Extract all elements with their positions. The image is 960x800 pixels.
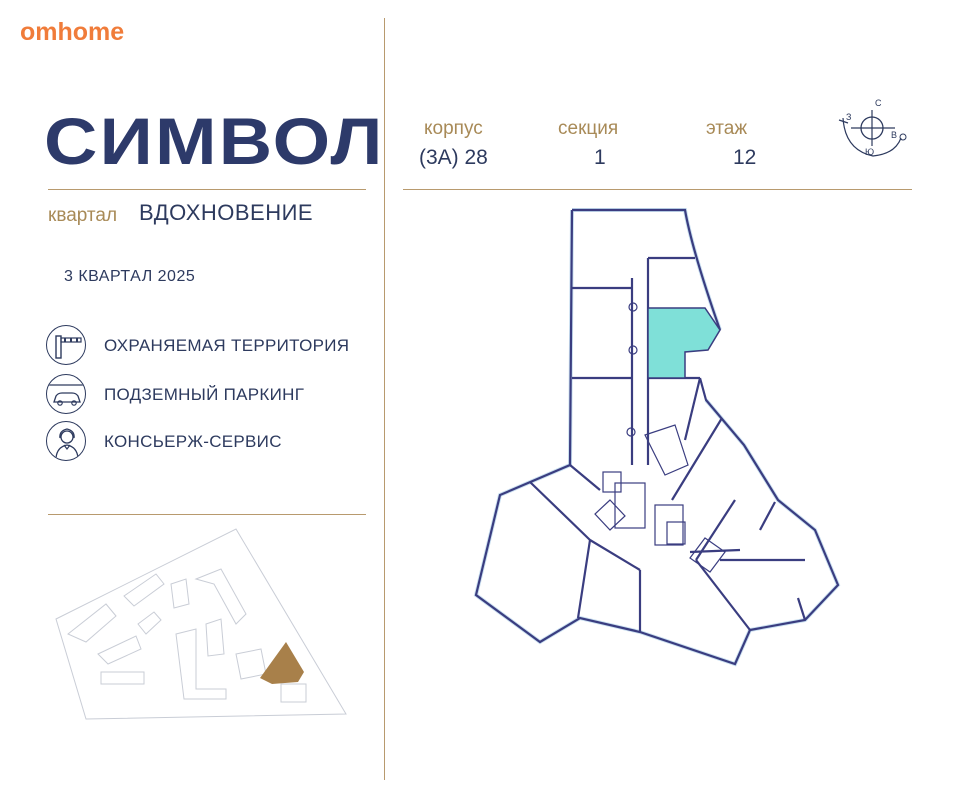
brand-logo[interactable]: omhome bbox=[20, 18, 125, 46]
compass-w: З bbox=[846, 112, 851, 122]
completion-date: 3 КВАРТАЛ 2025 bbox=[64, 268, 196, 285]
divider-line bbox=[48, 514, 366, 515]
barrier-icon bbox=[46, 325, 86, 365]
sekciya-value: 1 bbox=[594, 146, 606, 169]
compass-icon: С З В Ю bbox=[833, 98, 911, 164]
korpus-value: (3А) 28 bbox=[419, 146, 488, 169]
korpus-label: корпус bbox=[424, 118, 483, 139]
compass-s: Ю bbox=[865, 147, 874, 157]
feature-label: КОНСЬЕРЖ-СЕРВИС bbox=[104, 432, 282, 451]
site-building-highlight bbox=[260, 642, 304, 684]
site-plan bbox=[46, 524, 356, 724]
divider-line bbox=[403, 189, 912, 190]
selected-apartment[interactable] bbox=[647, 307, 721, 379]
project-title: СИМВОЛ bbox=[44, 104, 385, 178]
feature-label: ОХРАНЯЕМАЯ ТЕРРИТОРИЯ bbox=[104, 336, 350, 355]
feature-concierge: КОНСЬЕРЖ-СЕРВИС bbox=[46, 421, 366, 465]
floor-plan[interactable] bbox=[460, 200, 850, 675]
divider-line bbox=[48, 189, 366, 190]
vertical-divider bbox=[384, 18, 385, 780]
etazh-value: 12 bbox=[733, 146, 757, 169]
kvartal-name: ВДОХНОВЕНИЕ bbox=[139, 200, 314, 225]
sekciya-label: секция bbox=[558, 118, 619, 139]
compass-n: С bbox=[875, 98, 882, 108]
compass-e: В bbox=[891, 130, 897, 140]
feature-label: ПОДЗЕМНЫЙ ПАРКИНГ bbox=[104, 385, 305, 404]
feature-guarded-territory: ОХРАНЯЕМАЯ ТЕРРИТОРИЯ bbox=[46, 325, 366, 369]
concierge-icon bbox=[46, 421, 86, 461]
etazh-label: этаж bbox=[706, 118, 748, 139]
feature-underground-parking: ПОДЗЕМНЫЙ ПАРКИНГ bbox=[46, 374, 366, 418]
kvartal-label: квартал bbox=[48, 205, 118, 226]
car-icon bbox=[46, 374, 86, 414]
